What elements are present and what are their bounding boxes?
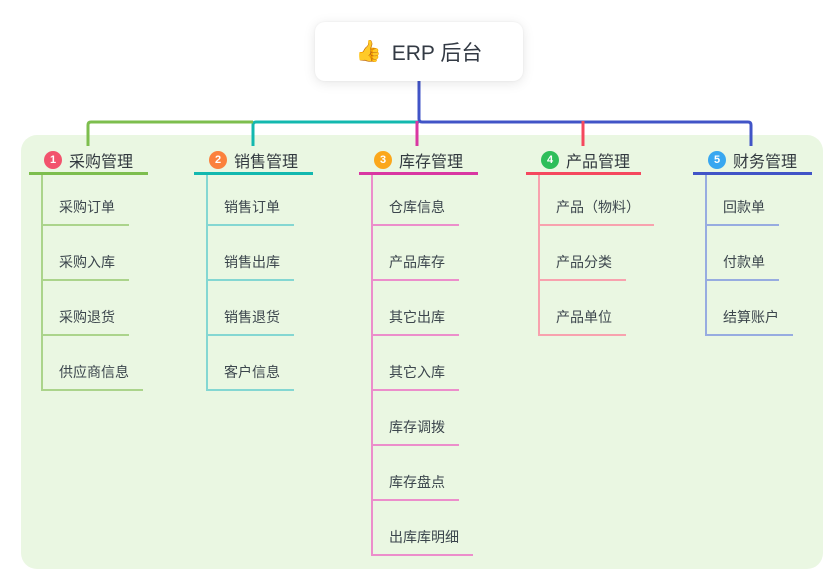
child-node[interactable]: 付款单 [707, 226, 779, 281]
branches-panel [21, 135, 823, 569]
branch-children: 销售订单 销售出库 销售退货 客户信息 [206, 175, 313, 391]
branch-children: 回款单 付款单 结算账户 [705, 175, 812, 336]
branch-title: 库存管理 [399, 154, 464, 171]
branch-number-badge: 1 [44, 151, 62, 169]
branch-number-badge: 5 [708, 151, 726, 169]
child-node[interactable]: 采购入库 [43, 226, 129, 281]
branch-header[interactable]: 3 库存管理 [359, 148, 478, 175]
branch-title: 财务管理 [733, 154, 798, 171]
child-node[interactable]: 其它入库 [373, 336, 459, 391]
child-node[interactable]: 其它出库 [373, 281, 459, 336]
branch-children: 产品（物料） 产品分类 产品单位 [538, 175, 654, 336]
child-node[interactable]: 出库库明细 [373, 501, 473, 556]
child-node[interactable]: 回款单 [707, 175, 779, 226]
child-node[interactable]: 库存调拨 [373, 391, 459, 446]
branch-number-badge: 2 [209, 151, 227, 169]
branch-number-badge: 3 [374, 151, 392, 169]
child-node[interactable]: 结算账户 [707, 281, 793, 336]
root-node[interactable]: 👍 ERP 后台 [315, 22, 523, 81]
branch-title: 产品管理 [566, 154, 631, 171]
child-node[interactable]: 仓库信息 [373, 175, 459, 226]
branch-title: 采购管理 [69, 154, 134, 171]
branch-purchase: 1 采购管理 采购订单 采购入库 采购退货 供应商信息 [29, 148, 148, 391]
branch-product: 4 产品管理 产品（物料） 产品分类 产品单位 [526, 148, 654, 336]
branch-inventory: 3 库存管理 仓库信息 产品库存 其它出库 其它入库 库存调拨 库存盘点 出库库… [359, 148, 478, 556]
child-node[interactable]: 库存盘点 [373, 446, 459, 501]
child-node[interactable]: 销售出库 [208, 226, 294, 281]
child-node[interactable]: 产品（物料） [540, 175, 654, 226]
thumbs-up-icon: 👍 [355, 40, 382, 63]
child-node[interactable]: 客户信息 [208, 336, 294, 391]
child-node[interactable]: 产品单位 [540, 281, 626, 336]
branch-header[interactable]: 1 采购管理 [29, 148, 148, 175]
branch-sales: 2 销售管理 销售订单 销售出库 销售退货 客户信息 [194, 148, 313, 391]
branch-title: 销售管理 [234, 154, 299, 171]
branch-number-badge: 4 [541, 151, 559, 169]
child-node[interactable]: 采购订单 [43, 175, 129, 226]
branch-header[interactable]: 5 财务管理 [693, 148, 812, 175]
branch-header[interactable]: 4 产品管理 [526, 148, 641, 175]
child-node[interactable]: 销售退货 [208, 281, 294, 336]
root-label: ERP 后台 [391, 41, 483, 65]
branch-header[interactable]: 2 销售管理 [194, 148, 313, 175]
child-node[interactable]: 采购退货 [43, 281, 129, 336]
child-node[interactable]: 产品库存 [373, 226, 459, 281]
branch-children: 采购订单 采购入库 采购退货 供应商信息 [41, 175, 148, 391]
child-node[interactable]: 销售订单 [208, 175, 294, 226]
child-node[interactable]: 供应商信息 [43, 336, 143, 391]
branch-children: 仓库信息 产品库存 其它出库 其它入库 库存调拨 库存盘点 出库库明细 [371, 175, 478, 556]
branch-finance: 5 财务管理 回款单 付款单 结算账户 [693, 148, 812, 336]
child-node[interactable]: 产品分类 [540, 226, 626, 281]
